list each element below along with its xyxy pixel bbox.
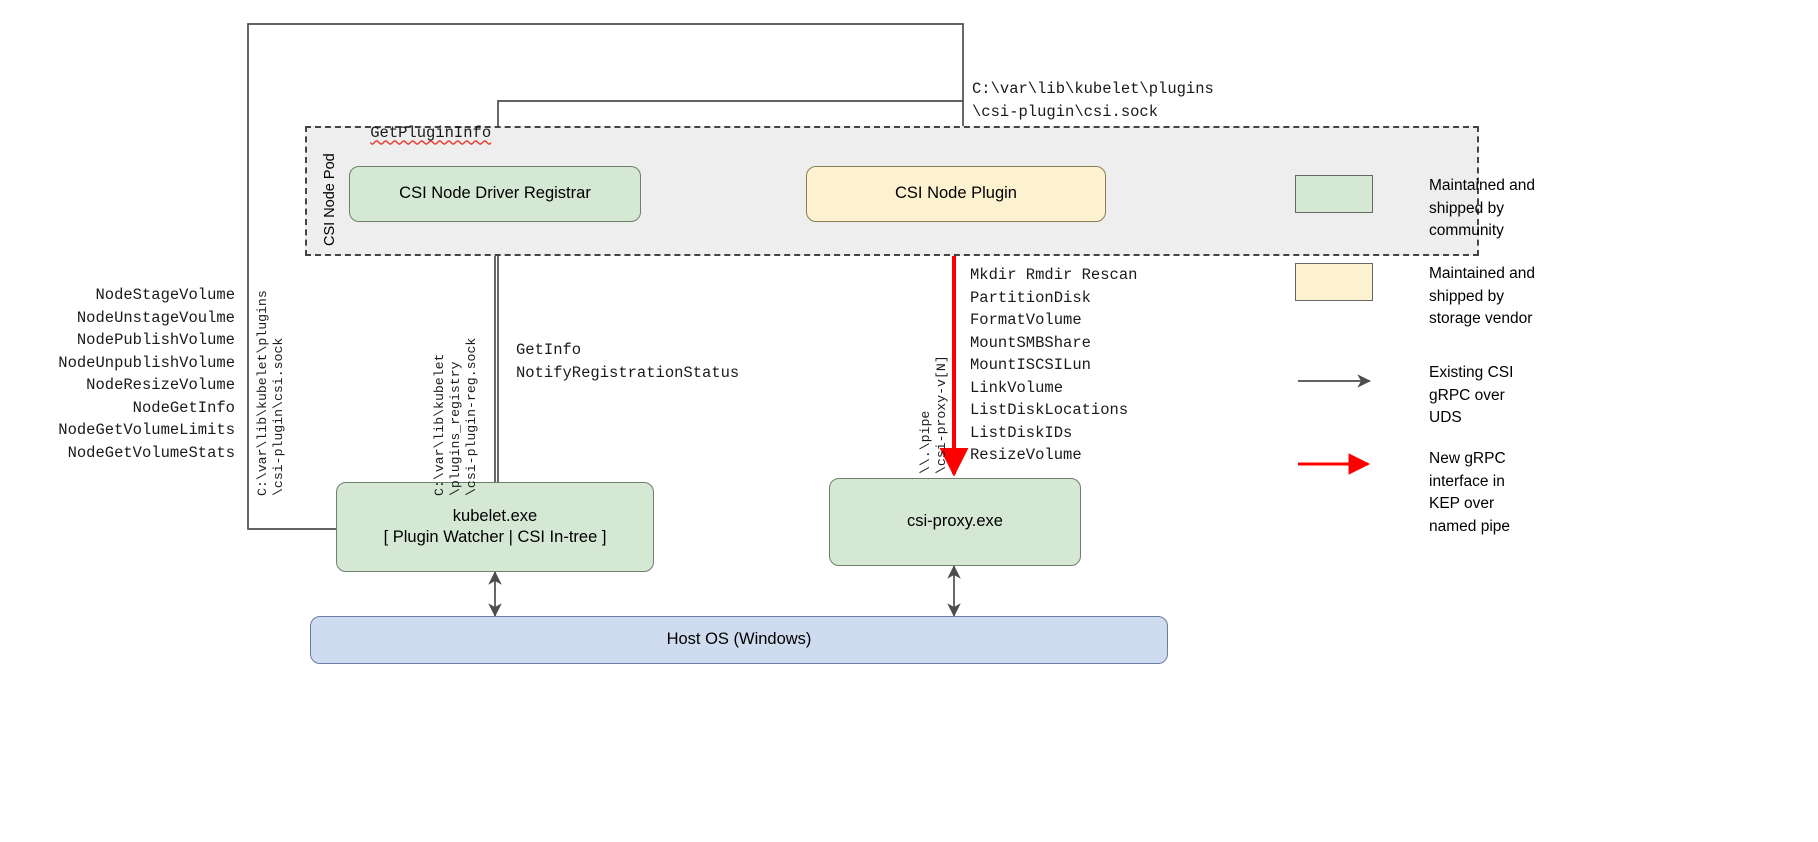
node-csi-node-plugin[interactable]: CSI Node Plugin: [806, 166, 1106, 222]
csi-proxy-api-list: Mkdir Rmdir Rescan PartitionDisk FormatV…: [970, 266, 1138, 464]
edge-kubelet-to-node-plugin: [247, 23, 970, 530]
legend-item-new-grpc: New gRPC interface in KEP over named pip…: [1295, 448, 1510, 538]
label-registrar-calls: GetInfo NotifyRegistrationStatus: [516, 341, 740, 382]
legend-item-existing-csi: Existing CSI gRPC over UDS: [1295, 362, 1513, 430]
legend-label-community: Maintained and shipped by community: [1429, 177, 1535, 239]
legend-swatch-storage-vendor: [1295, 263, 1373, 301]
csi-node-api-list: NodeStageVolume NodeUnstageVoulme NodePu…: [58, 286, 235, 462]
label-csi-sock-path-vertical: C:\var\lib\kubelet\plugins \csi-plugin\c…: [255, 290, 286, 496]
legend-item-storage-vendor: Maintained and shipped by storage vendor: [1295, 263, 1535, 331]
legend-label-new-grpc: New gRPC interface in KEP over named pip…: [1429, 450, 1511, 535]
node-csi-node-driver-registrar-label: CSI Node Driver Registrar: [399, 184, 591, 203]
label-registry-sock-path-vertical: C:\var\lib\kubelet \plugins_registry \cs…: [432, 337, 479, 496]
node-csi-node-driver-registrar[interactable]: CSI Node Driver Registrar: [349, 166, 641, 222]
legend-swatch-community: [1295, 175, 1373, 213]
legend-item-community: Maintained and shipped by community: [1295, 175, 1535, 243]
label-get-plugin-info: GetPluginInfo: [333, 99, 491, 167]
legend-arrow-new-icon: [1295, 448, 1373, 486]
node-kubelet-exe-sublabel: [ Plugin Watcher | CSI In-tree ]: [383, 528, 607, 546]
node-csi-proxy-exe[interactable]: csi-proxy.exe: [829, 478, 1081, 566]
node-host-os-label: Host OS (Windows): [666, 630, 812, 649]
node-kubelet-exe-label: kubelet.exe: [452, 506, 538, 525]
label-get-plugin-info-text: GetPluginInfo: [370, 123, 492, 142]
node-host-os[interactable]: Host OS (Windows): [310, 616, 1168, 664]
legend-label-storage-vendor: Maintained and shipped by storage vendor: [1429, 265, 1535, 327]
legend-arrow-existing-icon: [1295, 362, 1373, 400]
legend-label-existing-csi: Existing CSI gRPC over UDS: [1429, 364, 1514, 426]
label-named-pipe-vertical: \\.\pipe \csi-proxy-v[N]: [918, 355, 949, 474]
node-csi-proxy-exe-label: csi-proxy.exe: [907, 512, 1003, 531]
node-csi-node-plugin-label: CSI Node Plugin: [895, 184, 1017, 203]
node-kubelet-exe[interactable]: kubelet.exe [ Plugin Watcher | CSI In-tr…: [336, 482, 654, 572]
label-plugin-socket-path: C:\var\lib\kubelet\plugins \csi-plugin\c…: [972, 80, 1214, 121]
